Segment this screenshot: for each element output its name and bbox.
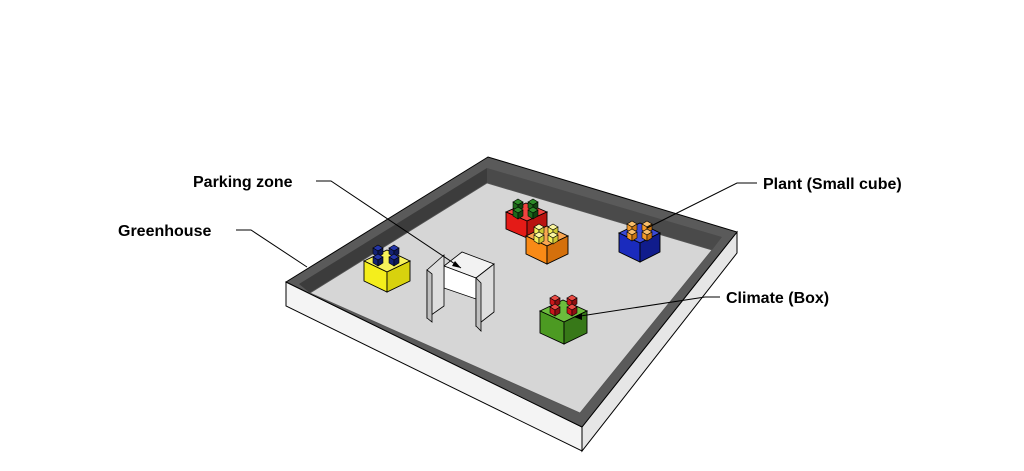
plant-cube bbox=[533, 231, 545, 245]
greenhouse-inner-wall-far-right bbox=[487, 168, 722, 250]
greenhouse-label: Greenhouse bbox=[118, 223, 211, 240]
leader-arrowheads bbox=[452, 261, 582, 320]
plant-cube bbox=[549, 303, 561, 317]
arrowhead-climate bbox=[574, 313, 582, 320]
greenhouse bbox=[284, 156, 738, 453]
parking-zone bbox=[426, 251, 495, 332]
plant-cube bbox=[527, 206, 539, 220]
leader-plant bbox=[646, 182, 757, 229]
leader-lines bbox=[236, 180, 757, 318]
parking-right-panel-edge bbox=[475, 277, 482, 332]
plant-cube bbox=[547, 231, 559, 245]
parking-left-panel-edge bbox=[426, 269, 433, 323]
plant-cube bbox=[388, 253, 400, 267]
greenhouse-inner-wall-far-left bbox=[299, 168, 487, 293]
plant-cube bbox=[641, 228, 653, 242]
climate-box-blue bbox=[617, 220, 662, 263]
plant-cube bbox=[372, 253, 384, 267]
plant-cube bbox=[626, 228, 638, 242]
climate-box-yellow bbox=[362, 244, 412, 293]
plant-cube bbox=[566, 303, 578, 317]
arrowhead-parking-zone bbox=[452, 261, 461, 268]
plant-label: Plant (Small cube) bbox=[763, 176, 902, 193]
greenhouse-floor bbox=[309, 182, 713, 414]
parking-zone-label: Parking zone bbox=[193, 174, 293, 191]
leader-parking-zone bbox=[316, 180, 462, 269]
leader-climate bbox=[573, 296, 720, 318]
climate-box-orange bbox=[524, 223, 570, 265]
leader-greenhouse bbox=[236, 229, 308, 268]
climate-label: Climate (Box) bbox=[726, 290, 829, 307]
plant-cube bbox=[512, 206, 524, 220]
